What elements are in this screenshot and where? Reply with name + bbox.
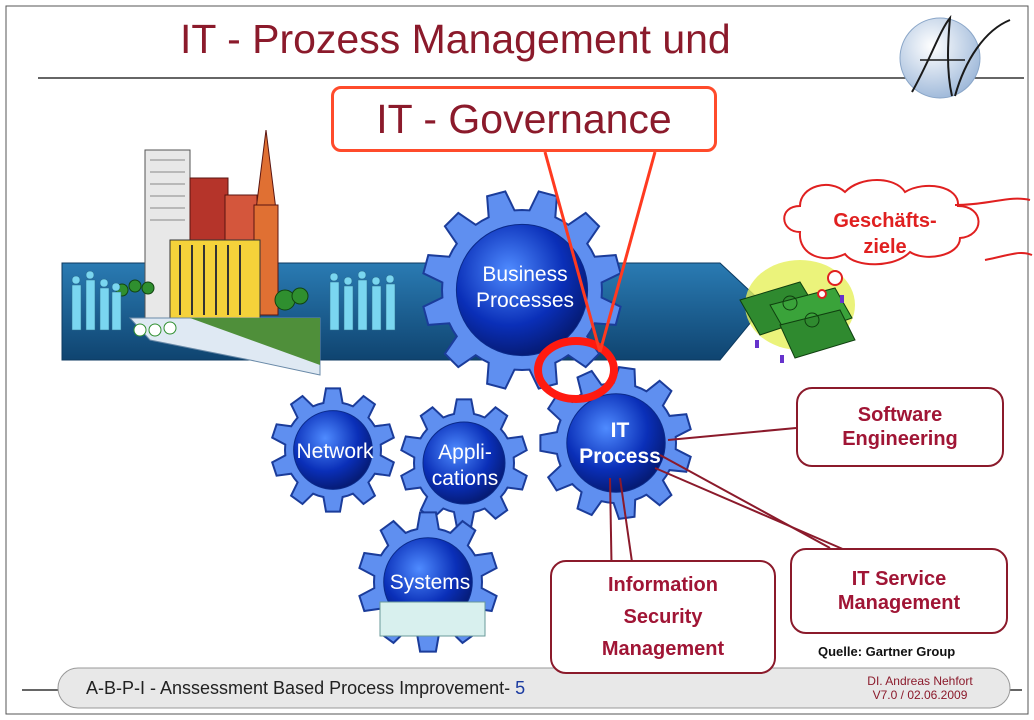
page-number: 5 bbox=[515, 678, 526, 698]
gear-it-process-hub bbox=[566, 393, 666, 493]
gear-business-processes-hub bbox=[455, 223, 589, 357]
money-illustration bbox=[739, 260, 856, 363]
city-illustration bbox=[71, 129, 396, 376]
logo-an bbox=[899, 14, 1011, 99]
callout-it-service-management: IT Service Management bbox=[790, 548, 1008, 634]
slide-border bbox=[5, 5, 1029, 715]
page-title-line1: IT - Prozess Management und bbox=[180, 16, 731, 62]
gear-label-applications: Appli- cations bbox=[431, 441, 499, 490]
goals-cloud bbox=[783, 179, 1033, 299]
governance-ring bbox=[534, 337, 618, 403]
callout-connectors bbox=[609, 427, 846, 593]
callout-information-security-management-label: Information Security Management bbox=[601, 574, 725, 660]
gear-applications-hub bbox=[422, 421, 506, 505]
callout-software-engineering-label: Software Engineering bbox=[842, 404, 958, 450]
callout-information-security-management: Information Security Management bbox=[550, 560, 776, 674]
callout-software-engineering: Software Engineering bbox=[796, 387, 1004, 467]
footer-version: V7.0 / 02.06.2009 bbox=[872, 688, 968, 702]
footer-title: A-B-P-I - Anssessment Based Process Impr… bbox=[86, 678, 525, 699]
footer-author: DI. Andreas Nehfort bbox=[867, 674, 973, 688]
gear-label-it-process: IT Process bbox=[579, 419, 661, 468]
gear-network-hub bbox=[293, 410, 373, 490]
goals-cloud-label: Geschäfts- ziele bbox=[833, 210, 937, 258]
governance-pointers bbox=[543, 151, 657, 353]
source-note: Quelle: Gartner Group bbox=[818, 644, 956, 659]
systems-base-box bbox=[379, 601, 486, 637]
gear-label-systems: Systems bbox=[389, 571, 471, 594]
footer-author-block: DI. Andreas Nehfort V7.0 / 02.06.2009 bbox=[820, 674, 1020, 702]
page-title-line2: IT - Governance bbox=[376, 95, 672, 142]
gear-label-network: Network bbox=[296, 440, 374, 463]
footer-title-text: A-B-P-I - Anssessment Based Process Impr… bbox=[86, 678, 516, 698]
page-title-line2-box: IT - Governance bbox=[331, 86, 717, 152]
callout-it-service-management-label: IT Service Management bbox=[837, 568, 961, 614]
footer-bar bbox=[22, 667, 1022, 709]
gear-label-business: Business Processes bbox=[475, 263, 575, 312]
